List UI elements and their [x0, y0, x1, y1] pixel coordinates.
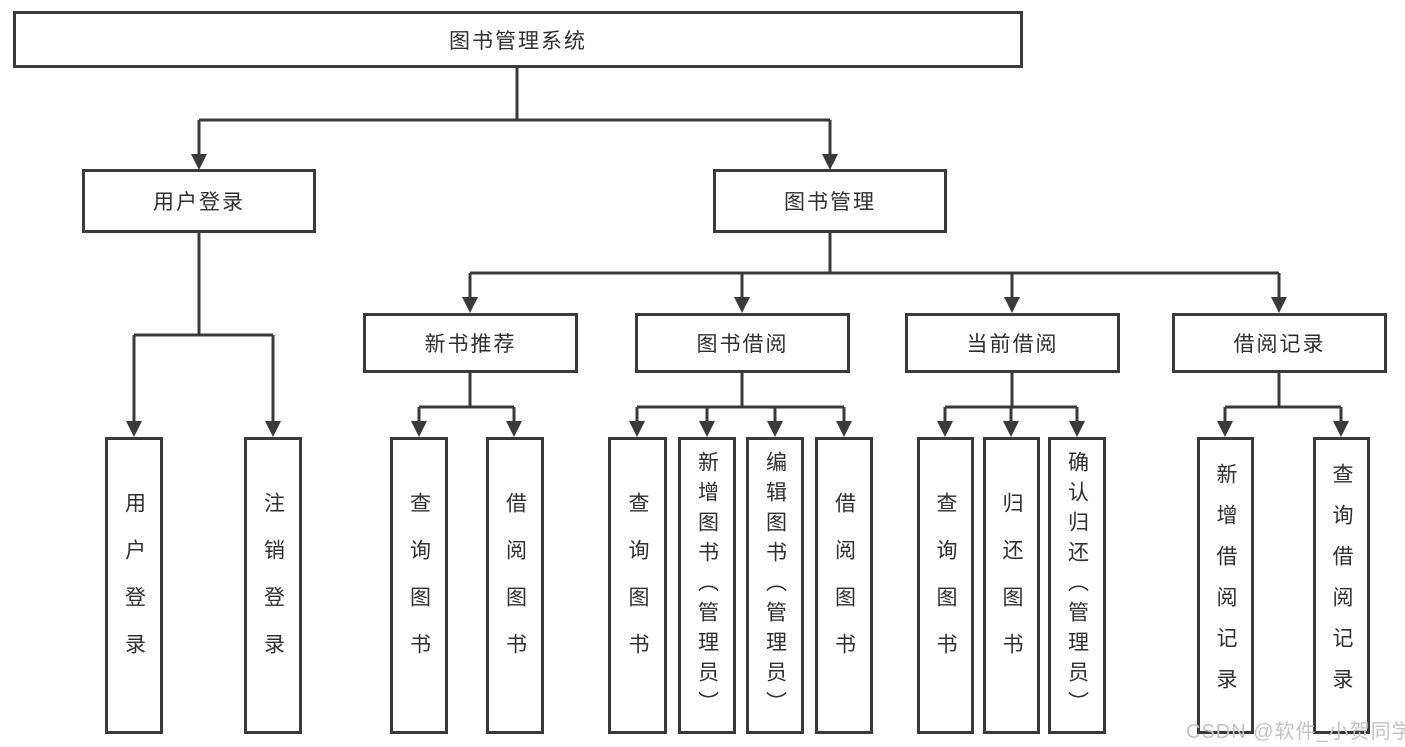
- leaf-return-book: 归还图书: [983, 437, 1040, 734]
- connector-root-trunk: [197, 68, 832, 156]
- arrowhead-icon: [1271, 297, 1287, 313]
- node-root-label: 图书管理系统: [449, 29, 587, 53]
- leaf-confirm-return-admin: 确认归还（管理员）: [1048, 437, 1106, 734]
- csdn-watermark: CSDN @软件_小贺同学: [1186, 721, 1405, 743]
- leaf-borrow-book-2-label: 借阅图书: [832, 491, 856, 680]
- arrowhead-icon: [734, 297, 750, 313]
- leaf-query-book-2-label: 查询图书: [626, 491, 649, 680]
- leaf-confirm-return-admin-label: 确认归还（管理员）: [1065, 450, 1089, 721]
- leaf-query-book-2: 查询图书: [608, 437, 667, 734]
- arrowhead-icon: [836, 421, 852, 437]
- leaf-logout: 注销登录: [244, 437, 302, 734]
- arrowhead-icon: [1004, 297, 1020, 313]
- leaf-query-borrow-record-label: 查询借阅记录: [1330, 462, 1353, 709]
- connector-new-book: [417, 373, 516, 423]
- arrowhead-icon: [937, 421, 953, 437]
- connector-borrow-record: [1223, 373, 1343, 423]
- node-current-borrow-label: 当前借阅: [966, 333, 1059, 356]
- leaf-add-book-admin-label: 新增图书（管理员）: [695, 450, 719, 721]
- arrowhead-icon: [699, 421, 715, 437]
- connector-current-borrow: [943, 373, 1079, 423]
- arrowhead-icon: [1217, 421, 1233, 437]
- node-book-borrow-label: 图书借阅: [696, 333, 789, 356]
- node-user-login: 用户登录: [82, 169, 316, 233]
- arrowhead-icon: [265, 421, 281, 437]
- arrowhead-icon: [822, 154, 838, 170]
- arrowhead-icon: [629, 421, 645, 437]
- leaf-return-book-label: 归还图书: [1000, 491, 1023, 680]
- arrowhead-icon: [1333, 421, 1349, 437]
- leaf-logout-label: 注销登录: [261, 491, 285, 680]
- arrowhead-icon: [126, 421, 142, 437]
- node-book-management-label: 图书管理: [784, 191, 876, 214]
- leaf-borrow-book-1-label: 借阅图书: [503, 491, 527, 680]
- leaf-query-borrow-record: 查询借阅记录: [1313, 437, 1370, 734]
- leaf-query-book-3: 查询图书: [917, 437, 974, 734]
- arrowheads: [126, 154, 1349, 437]
- leaf-add-book-admin: 新增图书（管理员）: [678, 437, 736, 734]
- node-root: 图书管理系统: [13, 11, 1023, 68]
- arrowhead-icon: [506, 421, 522, 437]
- node-book-management: 图书管理: [713, 169, 947, 233]
- node-book-borrow: 图书借阅: [635, 313, 850, 373]
- leaf-add-borrow-record: 新增借阅记录: [1197, 437, 1254, 734]
- leaf-query-book-1: 查询图书: [390, 437, 448, 734]
- arrowhead-icon: [1069, 421, 1085, 437]
- connector-book-borrow: [635, 373, 846, 423]
- node-new-book-recommend-label: 新书推荐: [424, 333, 517, 356]
- node-new-book-recommend: 新书推荐: [363, 313, 578, 373]
- leaf-borrow-book-2: 借阅图书: [815, 437, 873, 734]
- node-borrow-record: 借阅记录: [1172, 313, 1387, 373]
- arrowhead-icon: [767, 421, 783, 437]
- node-borrow-record-label: 借阅记录: [1233, 333, 1326, 356]
- leaf-add-borrow-record-label: 新增借阅记录: [1214, 462, 1237, 709]
- leaf-borrow-book-1: 借阅图书: [486, 437, 544, 734]
- node-user-login-label: 用户登录: [153, 191, 245, 214]
- arrowhead-icon: [462, 297, 478, 313]
- arrowhead-icon: [1003, 421, 1019, 437]
- arrowhead-icon: [191, 154, 207, 170]
- connector-user-login: [132, 233, 275, 423]
- node-current-borrow: 当前借阅: [905, 313, 1120, 373]
- leaf-user-login-label: 用户登录: [122, 491, 146, 680]
- leaf-query-book-1-label: 查询图书: [407, 491, 431, 680]
- arrowhead-icon: [411, 421, 427, 437]
- leaf-edit-book-admin: 编辑图书（管理员）: [746, 437, 804, 734]
- connector-book-mgmt: [468, 233, 1281, 299]
- leaf-edit-book-admin-label: 编辑图书（管理员）: [763, 450, 787, 721]
- leaf-query-book-3-label: 查询图书: [934, 491, 957, 680]
- leaf-user-login: 用户登录: [105, 437, 163, 734]
